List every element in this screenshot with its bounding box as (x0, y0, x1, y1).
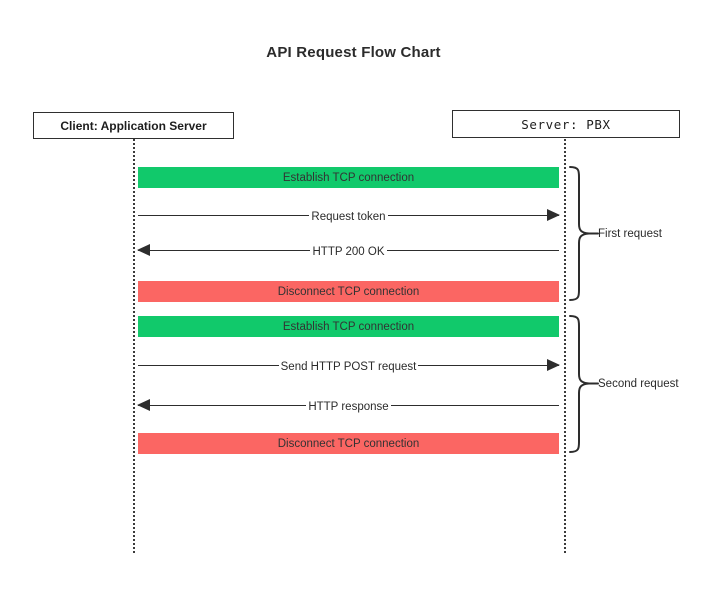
arrowhead-left-icon (137, 399, 150, 411)
step-label: Disconnect TCP connection (277, 285, 420, 298)
step-label: HTTP response (306, 401, 391, 413)
step-label: Send HTTP POST request (278, 361, 419, 373)
group-second-request[interactable]: Second request (568, 313, 707, 455)
step-bar-establish-2[interactable]: Establish TCP connection (138, 316, 559, 337)
step-bar-disconnect-2[interactable]: Disconnect TCP connection (138, 433, 559, 454)
lifeline-server (564, 139, 566, 553)
page-title: API Request Flow Chart (266, 44, 441, 61)
actor-client-label: Client: Application Server (60, 118, 207, 133)
step-message-http-response[interactable]: HTTP response (137, 398, 559, 415)
message-label-wrap: Send HTTP POST request (138, 358, 559, 375)
step-message-request-token[interactable]: Request token (138, 208, 560, 225)
step-message-http-200-ok[interactable]: HTTP 200 OK (137, 243, 559, 260)
step-label: Request token (309, 211, 388, 223)
step-bar-disconnect-1[interactable]: Disconnect TCP connection (138, 281, 559, 302)
group-label: Second request (598, 377, 679, 390)
arrowhead-right-icon (547, 359, 560, 371)
lifeline-client (133, 139, 135, 553)
group-label: First request (598, 227, 662, 240)
actor-client[interactable]: Client: Application Server (33, 112, 234, 139)
step-label: Disconnect TCP connection (277, 437, 420, 450)
actor-server[interactable]: Server: PBX (452, 110, 680, 138)
message-label-wrap: HTTP 200 OK (138, 243, 559, 260)
step-label: HTTP 200 OK (310, 246, 387, 258)
arrowhead-right-icon (547, 209, 560, 221)
step-label: Establish TCP connection (282, 320, 415, 333)
message-label-wrap: HTTP response (138, 398, 559, 415)
arrowhead-left-icon (137, 244, 150, 256)
step-message-send-http-post[interactable]: Send HTTP POST request (138, 358, 560, 375)
step-label: Establish TCP connection (282, 171, 415, 184)
message-label-wrap: Request token (138, 208, 559, 225)
curly-brace-icon (569, 166, 599, 301)
group-first-request[interactable]: First request (568, 164, 707, 303)
curly-brace-icon (569, 315, 599, 453)
step-bar-establish-1[interactable]: Establish TCP connection (138, 167, 559, 188)
actor-server-label: Server: PBX (521, 116, 611, 132)
